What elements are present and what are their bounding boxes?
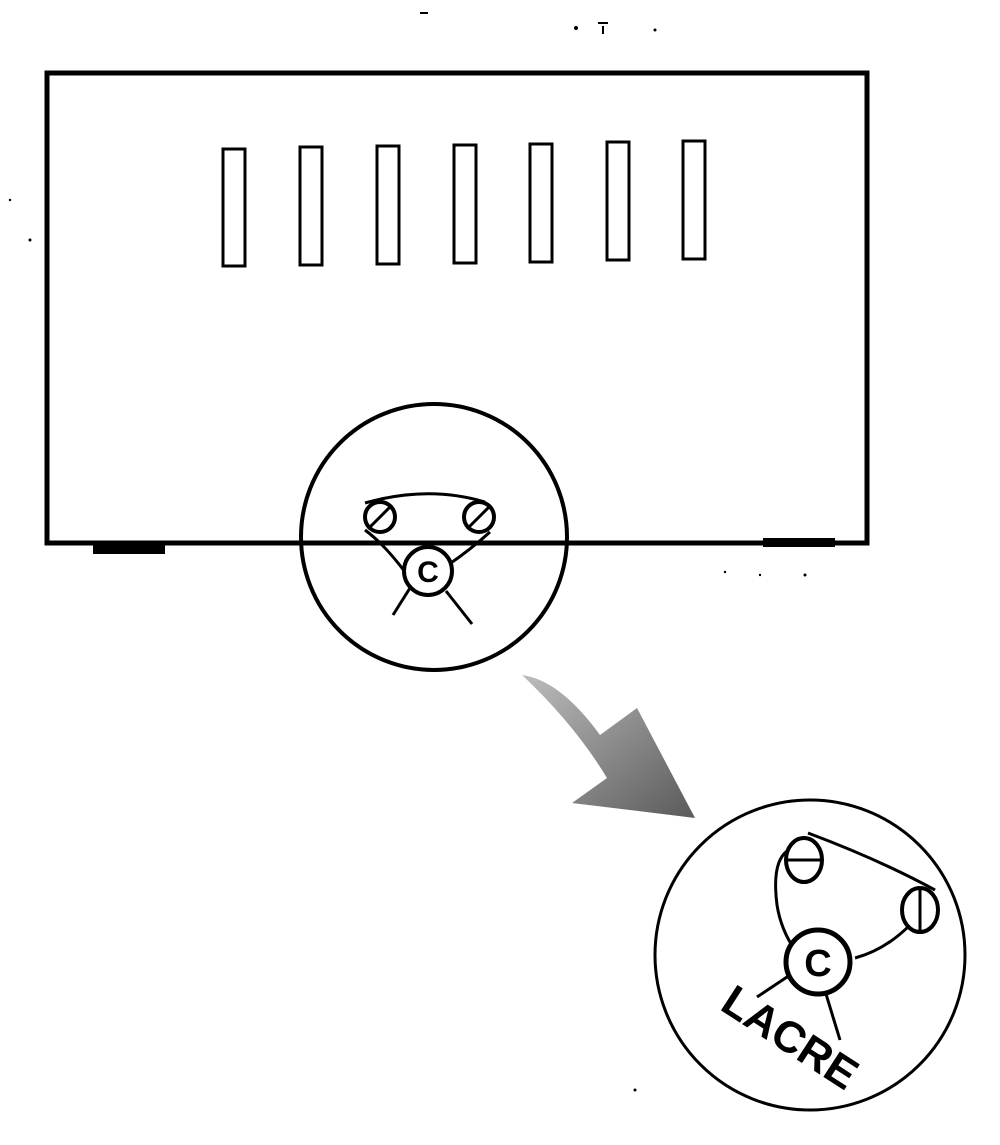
- vent-slot: [375, 144, 401, 266]
- seal-detail: C LACRE: [713, 831, 940, 1100]
- detail-circle: [653, 798, 967, 1112]
- vent-slot: [452, 143, 478, 265]
- left-foot: [93, 543, 165, 554]
- scan-specks: [8, 12, 807, 1092]
- right-foot: [763, 538, 835, 547]
- vent-slot: [605, 140, 631, 262]
- vent-slot: [298, 145, 324, 267]
- device-enclosure-icon: [44, 70, 870, 554]
- arrow-down-right-icon: [522, 675, 695, 818]
- seal-label-lacre: LACRE: [713, 976, 867, 1100]
- seal-small-letter: C: [417, 556, 439, 589]
- screw-head-icon: [784, 836, 824, 884]
- ventilation-slots: [221, 139, 707, 268]
- seal-disc: [402, 545, 454, 597]
- screw-head-icon: [462, 500, 496, 534]
- vent-slot: [221, 147, 247, 268]
- seal-small: C: [363, 492, 496, 625]
- seal-disc: [783, 927, 853, 997]
- vent-slot: [681, 139, 707, 261]
- vent-slot: [528, 142, 554, 264]
- screw-head-icon: [900, 886, 940, 934]
- screw-head-icon: [363, 500, 397, 534]
- seal-detail-letter: C: [804, 943, 831, 985]
- magnifier-circle: [299, 402, 569, 672]
